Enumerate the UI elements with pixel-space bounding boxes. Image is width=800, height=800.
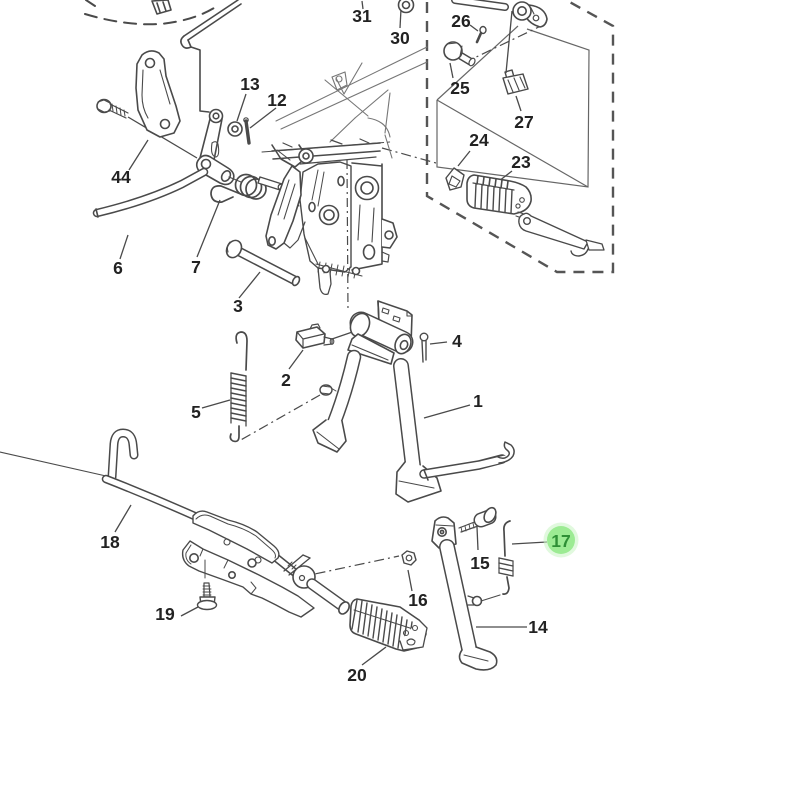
svg-text:44: 44 bbox=[111, 167, 131, 187]
svg-text:15: 15 bbox=[470, 553, 490, 573]
svg-text:17: 17 bbox=[551, 531, 570, 551]
svg-text:27: 27 bbox=[514, 112, 533, 132]
svg-text:26: 26 bbox=[451, 11, 471, 31]
svg-text:1: 1 bbox=[473, 391, 483, 411]
svg-text:18: 18 bbox=[100, 532, 120, 552]
svg-text:20: 20 bbox=[347, 665, 367, 685]
svg-text:30: 30 bbox=[390, 28, 410, 48]
svg-text:23: 23 bbox=[511, 152, 531, 172]
svg-text:14: 14 bbox=[528, 617, 548, 637]
svg-text:24: 24 bbox=[469, 130, 489, 150]
svg-text:4: 4 bbox=[452, 331, 462, 351]
svg-text:6: 6 bbox=[113, 258, 123, 278]
svg-text:13: 13 bbox=[240, 74, 260, 94]
svg-text:31: 31 bbox=[352, 6, 372, 26]
svg-text:25: 25 bbox=[450, 78, 470, 98]
svg-text:19: 19 bbox=[155, 604, 175, 624]
svg-text:2: 2 bbox=[281, 370, 291, 390]
svg-text:16: 16 bbox=[408, 590, 428, 610]
svg-text:5: 5 bbox=[191, 402, 201, 422]
svg-text:12: 12 bbox=[267, 90, 287, 110]
svg-text:3: 3 bbox=[233, 296, 243, 316]
svg-text:7: 7 bbox=[191, 257, 201, 277]
